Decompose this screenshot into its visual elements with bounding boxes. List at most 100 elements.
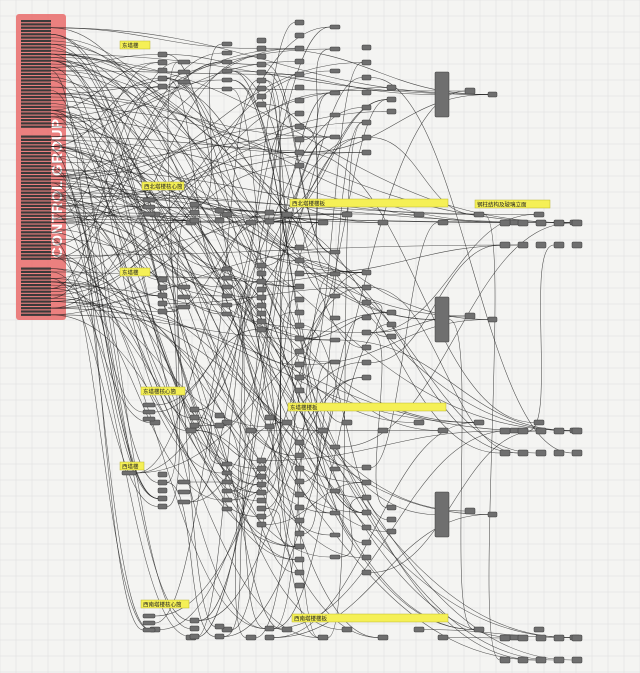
component-node[interactable] [142, 620, 156, 626]
number-slider[interactable] [21, 231, 51, 234]
number-slider[interactable] [21, 204, 51, 207]
component-node[interactable] [571, 241, 583, 249]
component-node[interactable] [157, 292, 168, 299]
component-node[interactable] [189, 414, 200, 421]
component-node[interactable] [386, 504, 397, 511]
component-node[interactable] [157, 503, 168, 510]
component-node[interactable] [256, 69, 267, 76]
component-node[interactable] [434, 491, 450, 538]
component-node[interactable] [221, 479, 233, 485]
component-node[interactable] [517, 219, 529, 227]
component-node[interactable] [294, 58, 305, 65]
number-slider[interactable] [21, 218, 51, 221]
group-label-east-slab[interactable]: 东塔楼楼板 [287, 402, 447, 412]
number-slider[interactable] [21, 20, 51, 23]
component-node[interactable] [177, 499, 191, 505]
component-node[interactable] [535, 449, 547, 457]
number-slider[interactable] [21, 138, 51, 141]
component-node[interactable] [517, 634, 529, 642]
component-node[interactable] [487, 316, 498, 323]
component-node[interactable] [386, 309, 397, 316]
number-slider[interactable] [21, 135, 51, 138]
component-node[interactable] [329, 532, 341, 538]
component-node[interactable] [189, 422, 200, 429]
number-slider[interactable] [21, 198, 51, 201]
component-node[interactable] [535, 241, 547, 249]
component-node[interactable] [329, 112, 341, 118]
component-node[interactable] [256, 489, 267, 496]
component-node[interactable] [256, 77, 267, 84]
number-slider[interactable] [21, 227, 51, 231]
component-node[interactable] [256, 457, 267, 464]
component-node[interactable] [535, 634, 547, 642]
component-node[interactable] [256, 473, 267, 480]
component-node[interactable] [533, 626, 545, 633]
number-slider[interactable] [21, 39, 51, 42]
component-node[interactable] [341, 626, 353, 633]
component-node[interactable] [256, 61, 267, 68]
component-node[interactable] [264, 625, 275, 632]
component-node[interactable] [571, 219, 583, 227]
component-node[interactable] [473, 626, 485, 633]
component-node[interactable] [377, 427, 389, 434]
component-node[interactable] [386, 96, 397, 103]
component-node[interactable] [214, 217, 225, 224]
component-node[interactable] [473, 419, 485, 426]
component-node[interactable] [553, 449, 565, 457]
group-label-northwest-core[interactable]: 西北塔楼核心筒 [141, 181, 185, 191]
component-node[interactable] [517, 427, 529, 435]
component-node[interactable] [281, 211, 293, 218]
component-node[interactable] [535, 219, 547, 227]
component-node[interactable] [361, 494, 372, 501]
component-node[interactable] [221, 470, 233, 476]
number-slider[interactable] [21, 49, 51, 52]
number-slider[interactable] [21, 53, 51, 56]
number-slider[interactable] [21, 185, 51, 188]
component-node[interactable] [294, 556, 305, 563]
number-slider[interactable] [21, 194, 51, 198]
component-node[interactable] [256, 262, 267, 269]
number-slider[interactable] [21, 293, 51, 297]
number-slider[interactable] [21, 122, 51, 125]
component-node[interactable] [177, 489, 191, 495]
component-node[interactable] [434, 296, 450, 343]
component-node[interactable] [294, 19, 305, 26]
number-slider[interactable] [21, 267, 51, 270]
component-node[interactable] [499, 219, 511, 227]
number-slider[interactable] [21, 284, 51, 287]
component-node[interactable] [294, 110, 305, 117]
component-node[interactable] [264, 423, 275, 430]
component-node[interactable] [294, 361, 305, 368]
component-node[interactable] [189, 217, 200, 224]
component-node[interactable] [386, 333, 397, 340]
group-label-east-tower-1[interactable]: 东塔楼 [119, 40, 151, 50]
component-node[interactable] [221, 211, 233, 218]
component-node[interactable] [189, 633, 200, 640]
number-slider[interactable] [21, 112, 51, 115]
component-node[interactable] [221, 41, 233, 47]
number-slider[interactable] [21, 86, 51, 89]
component-node[interactable] [294, 32, 305, 39]
component-node[interactable] [361, 344, 372, 351]
component-node[interactable] [221, 284, 233, 290]
number-slider[interactable] [21, 95, 51, 99]
component-node[interactable] [294, 348, 305, 355]
component-node[interactable] [256, 521, 267, 528]
component-node[interactable] [189, 406, 200, 413]
number-slider[interactable] [21, 29, 51, 33]
component-node[interactable] [294, 465, 305, 472]
component-node[interactable] [256, 53, 267, 60]
component-node[interactable] [189, 617, 200, 624]
component-node[interactable] [157, 75, 168, 82]
number-slider[interactable] [21, 277, 51, 280]
component-node[interactable] [256, 318, 267, 325]
component-node[interactable] [157, 308, 168, 315]
component-node[interactable] [221, 68, 233, 74]
component-node[interactable] [329, 134, 341, 140]
component-node[interactable] [221, 77, 233, 83]
component-node[interactable] [329, 444, 341, 450]
number-slider[interactable] [21, 178, 51, 181]
component-node[interactable] [214, 422, 225, 429]
component-node[interactable] [294, 543, 305, 550]
